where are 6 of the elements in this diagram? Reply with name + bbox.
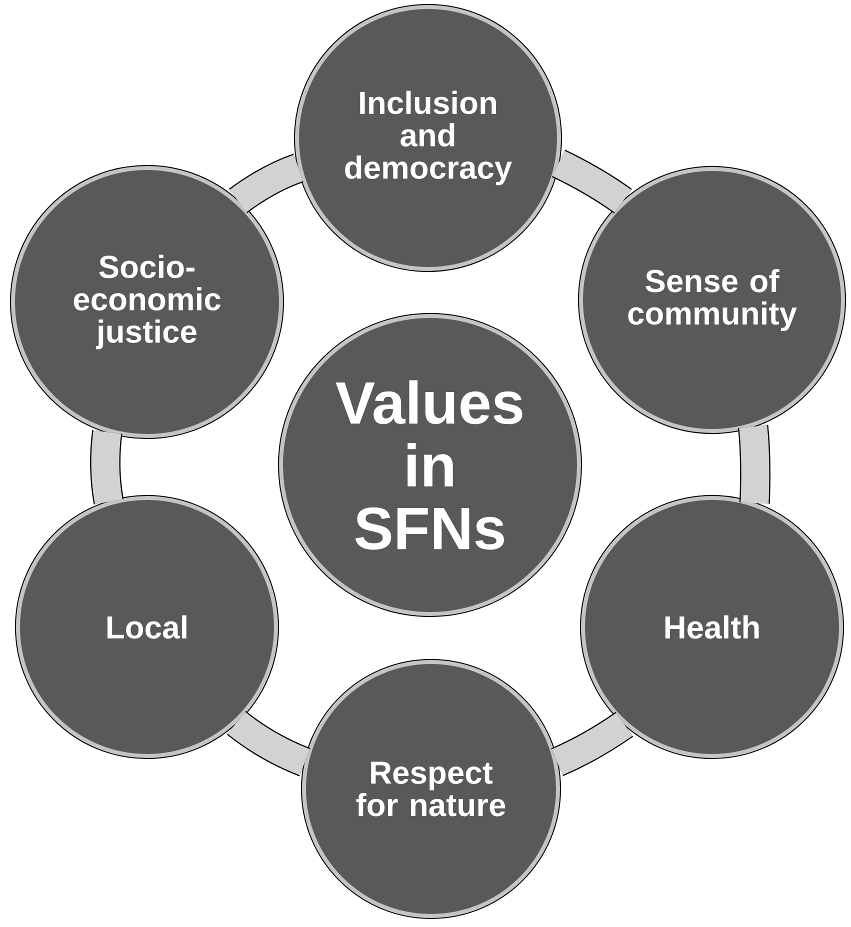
ring-segment <box>552 150 632 214</box>
ring-segment <box>551 712 633 776</box>
ring-segment <box>90 430 124 504</box>
ring-segment <box>227 710 310 776</box>
ring-segment <box>738 425 770 504</box>
ring-segment <box>229 154 304 214</box>
